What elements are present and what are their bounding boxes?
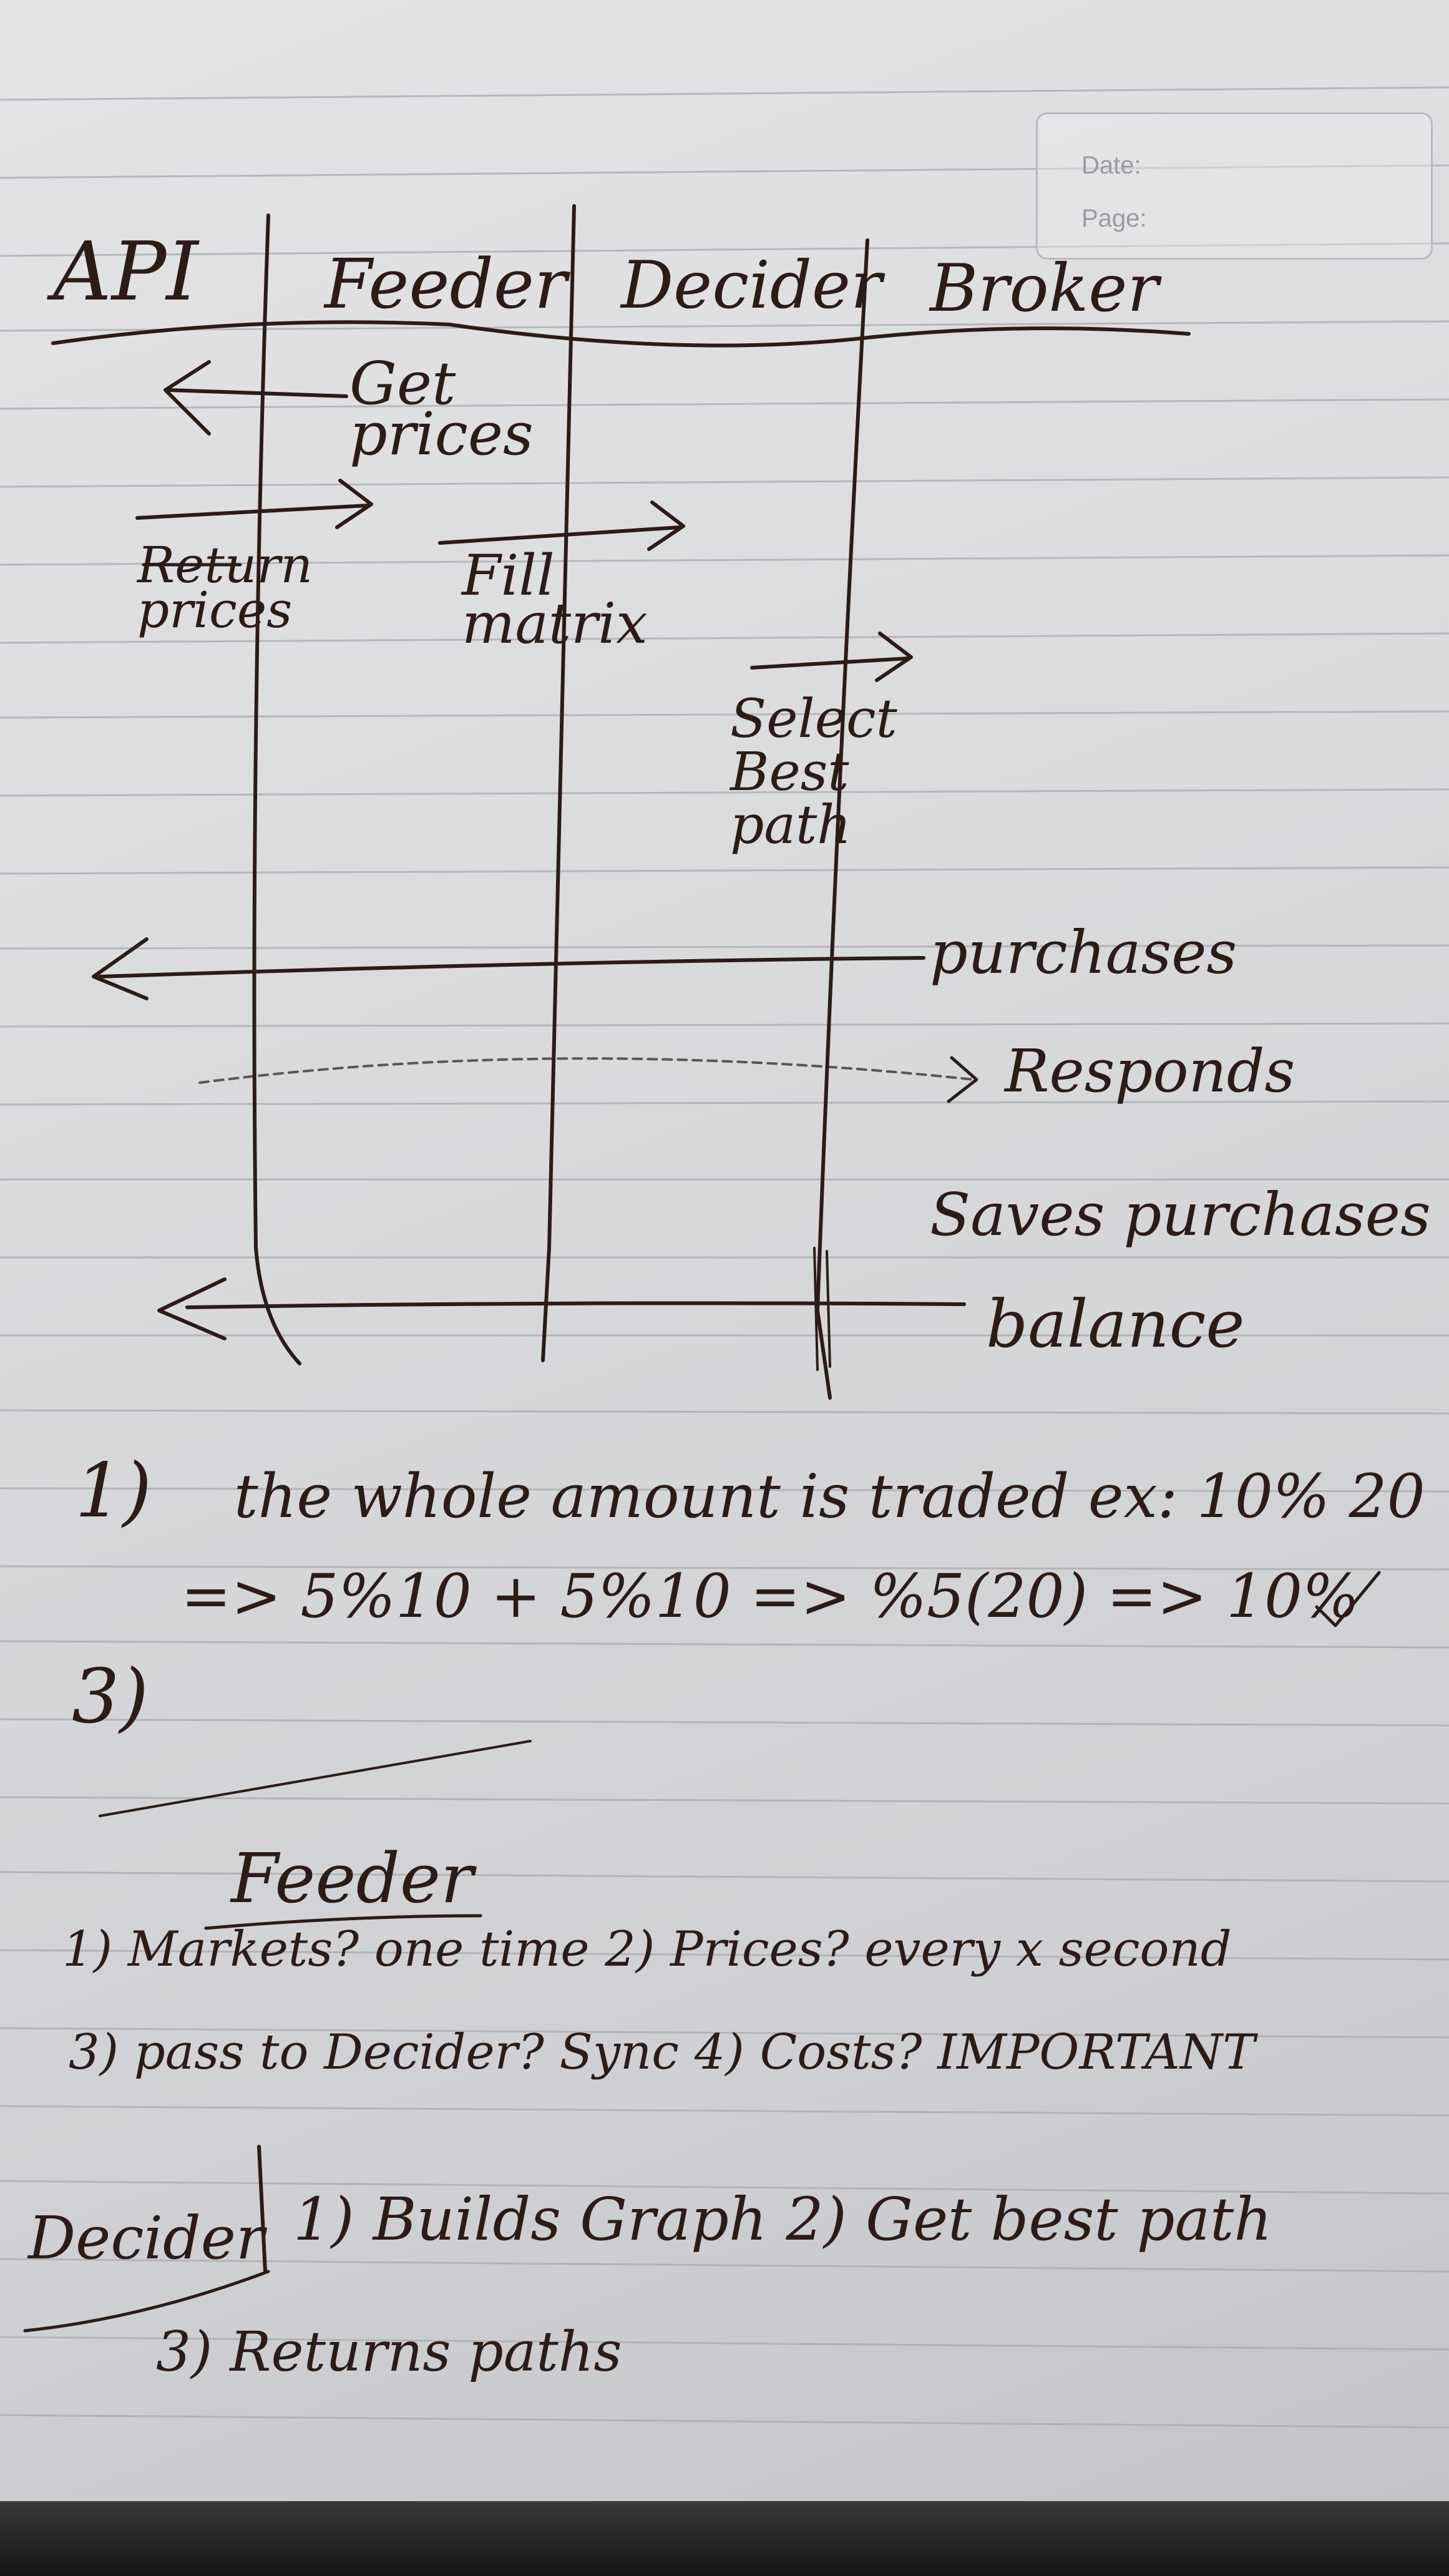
- step-get-prices: Get prices: [349, 349, 534, 469]
- date-page-box: Date: Page:: [1036, 112, 1433, 260]
- step-return-prices: Return prices: [137, 536, 313, 639]
- column-decider: Decider: [621, 247, 882, 323]
- date-label: Date:: [1081, 152, 1141, 179]
- feeder-line-1: 1) Markets? one time 2) Prices? every x …: [62, 1921, 1232, 1978]
- decider-line-1: 1) Builds Graph 2) Get best path: [293, 2185, 1272, 2254]
- step-select-best-path: Select Best path: [730, 688, 897, 856]
- step-fill-matrix: Fill matrix: [462, 543, 648, 656]
- step-purchases: purchases: [930, 919, 1237, 987]
- decider-section-title: Decider: [28, 2204, 265, 2273]
- column-api: API: [53, 224, 198, 319]
- decider-line-2: 3) Returns paths: [156, 2320, 622, 2384]
- column-broker: Broker: [930, 250, 1159, 326]
- note-3-number: 3): [72, 1654, 149, 1740]
- column-feeder: Feeder: [324, 244, 567, 324]
- note-1-text: the whole amount is traded ex: 10% 20: [234, 1461, 1425, 1531]
- ruled-lines: [0, 86, 1449, 2429]
- feeder-section-title: Feeder: [231, 1838, 474, 1918]
- desk-edge: [0, 2501, 1449, 2576]
- note-2-text: => 5%10 + 5%10 => %5(20) => 10%: [181, 1561, 1360, 1631]
- note-1-number: 1): [75, 1448, 152, 1534]
- step-balance: balance: [986, 1286, 1245, 1362]
- feeder-line-2: 3) pass to Decider? Sync 4) Costs? IMPOR…: [69, 2024, 1256, 2081]
- step-saves-purchases: Saves purchases: [930, 1181, 1431, 1249]
- step-responds: Responds: [1005, 1037, 1295, 1106]
- page-label: Page:: [1081, 205, 1147, 232]
